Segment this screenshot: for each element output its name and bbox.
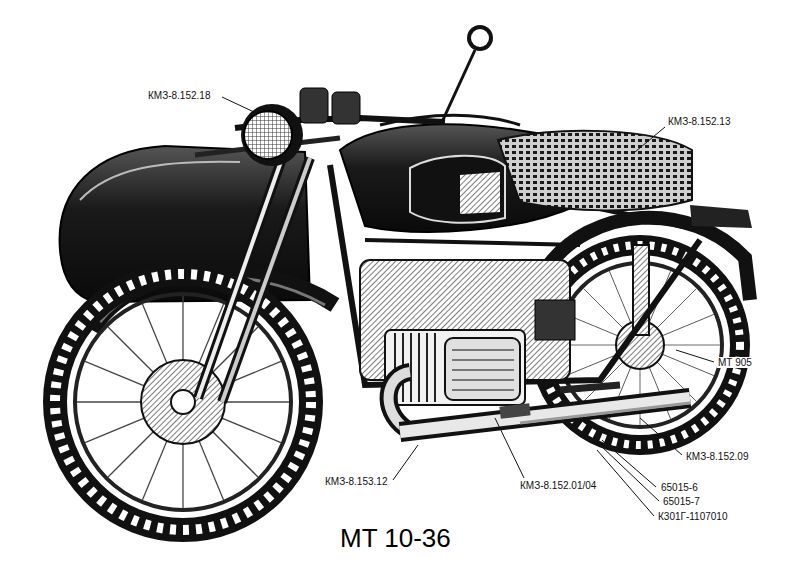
part-number: К301Г-1107010 [657, 511, 728, 522]
part-number: КМЗ-8.152.18 [147, 90, 211, 101]
part-number: 65015-6 [660, 482, 699, 493]
part-number: КМЗ-8.152.01/04 [519, 480, 597, 491]
part-number: КМЗ-8.152.09 [685, 451, 749, 462]
caption: MT 10-36 [340, 524, 451, 553]
part-number: 65015-7 [662, 496, 701, 507]
part-number: КМЗ-8.153.12 [324, 476, 388, 487]
part-number: МТ 905 [717, 357, 753, 368]
part-number: КМЗ-8.152.13 [667, 116, 731, 127]
